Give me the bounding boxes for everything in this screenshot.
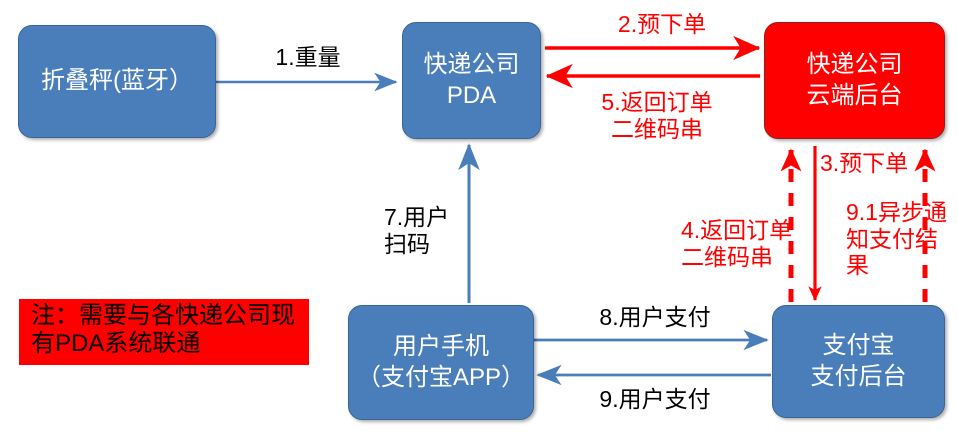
node-user-phone-alipay-app[interactable]: 用户手机 （支付宝APP） (348, 305, 534, 420)
note-callout: 注：需要与各快递公司现 有PDA系统联通 (19, 299, 309, 365)
node-label: 折叠秤(蓝牙） (41, 67, 193, 95)
edge-label-7-user-scan: 7.用户 扫码 (384, 204, 450, 257)
node-label: 支付宝 支付后台 (810, 331, 907, 390)
edge-label-9-user-pay: 9.用户支付 (599, 386, 711, 412)
node-courier-cloud-backend[interactable]: 快递公司 云端后台 (764, 22, 945, 139)
node-folding-scale[interactable]: 折叠秤(蓝牙） (18, 25, 216, 138)
edge-label-4-return-order-qr: 4.返回订单 二维码串 (681, 217, 793, 270)
edge-label-1-weight: 1.重量 (275, 44, 341, 70)
edge-label-5-return-order-qr: 5.返回订单 二维码串 (601, 89, 713, 142)
edge-label-3-preorder: 3.预下单 (820, 150, 909, 176)
node-alipay-payment-backend[interactable]: 支付宝 支付后台 (772, 305, 945, 418)
node-courier-pda[interactable]: 快递公司 PDA (402, 22, 541, 139)
edge-label-9-1-async-notify: 9.1异步通 知支付结 果 (846, 199, 947, 279)
edge-label-8-user-pay: 8.用户支付 (599, 304, 711, 330)
node-label: 用户手机 （支付宝APP） (356, 332, 526, 391)
node-label: 快递公司 云端后台 (806, 50, 903, 109)
node-label: 快递公司 PDA (423, 50, 520, 109)
edge-label-2-preorder: 2.预下单 (617, 11, 707, 37)
